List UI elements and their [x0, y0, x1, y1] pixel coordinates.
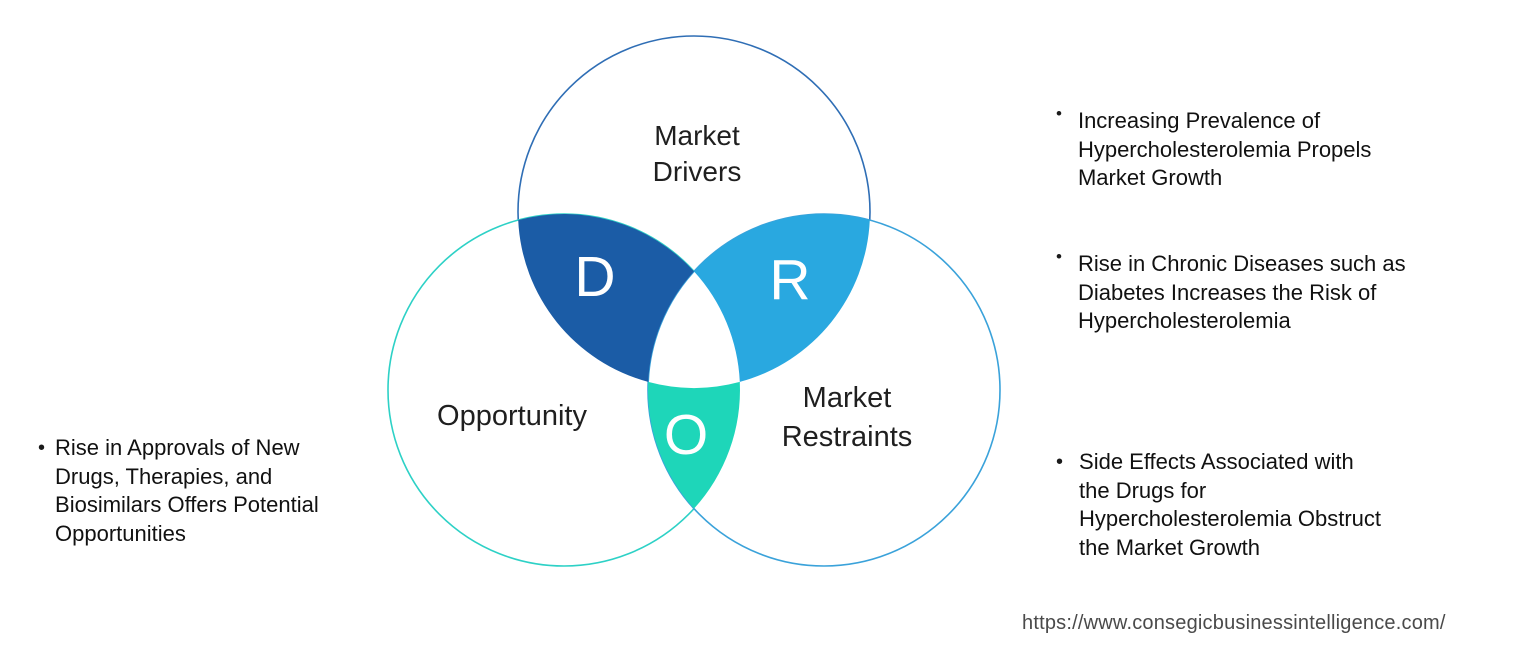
bullet-text: Increasing Prevalence of Hypercholestero…	[1078, 107, 1371, 193]
bullet-icon: •	[38, 437, 46, 459]
bullet-line: the Market Growth	[1079, 534, 1260, 560]
list-item-driver-2: • Rise in Chronic Diseases such as Diabe…	[1056, 247, 1406, 336]
bullet-line: Hypercholesterolemia Obstruct	[1079, 506, 1382, 531]
bullet-line: Increasing Prevalence of	[1077, 108, 1321, 133]
opportunity-label: Opportunity	[437, 400, 587, 432]
bullet-line: Diabetes Increases the Risk of	[1077, 279, 1377, 305]
bullet-line: the Drugs for	[1079, 477, 1207, 503]
list-item-driver-1: • Increasing Prevalence of Hypercholeste…	[1056, 104, 1371, 193]
bullet-icon: •	[1056, 451, 1064, 473]
drivers-label-text: Market Drivers	[652, 120, 742, 187]
restraints-letter: R	[769, 248, 811, 312]
bullet-line: Rise in Approvals of New	[55, 435, 300, 460]
opportunity-letter: O	[663, 403, 709, 467]
list-item-opportunities: • Rise in Approvals of New Drugs, Therap…	[38, 434, 319, 548]
bullet-line: Drugs, Therapies, and	[55, 463, 273, 489]
restraints-label-text: Market Restraints	[781, 382, 913, 453]
bullet-line: Market Growth	[1077, 165, 1223, 190]
bullet-line: Rise in Chronic Diseases such as	[1077, 251, 1406, 276]
bullet-text: Side Effects Associated with the Drugs f…	[1079, 448, 1381, 562]
bullet-line: Hypercholesterolemia Propels	[1077, 136, 1372, 162]
bullet-line: Biosimilars Offers Potential	[55, 492, 319, 517]
bullet-text: Rise in Approvals of New Drugs, Therapie…	[55, 434, 319, 548]
drivers-label: Market Drivers	[597, 118, 797, 190]
drivers-letter: D	[574, 245, 616, 309]
restraints-label: Market Restraints	[757, 379, 937, 457]
bullet-icon: •	[1056, 247, 1062, 266]
restraints-petal	[694, 214, 870, 382]
bullet-line: Side Effects Associated with	[1079, 449, 1354, 474]
bullet-line: Opportunities	[55, 520, 186, 546]
source-url-link[interactable]: https://www.consegicbusinessintelligence…	[1022, 612, 1446, 634]
bullet-text: Rise in Chronic Diseases such as Diabete…	[1078, 250, 1406, 336]
bullet-line: Hypercholesterolemia	[1077, 308, 1291, 333]
drivers-petal	[518, 214, 694, 382]
list-item-restraint: • Side Effects Associated with the Drugs…	[1056, 448, 1381, 562]
opportunity-petal	[648, 381, 740, 509]
bullet-icon: •	[1056, 104, 1062, 123]
